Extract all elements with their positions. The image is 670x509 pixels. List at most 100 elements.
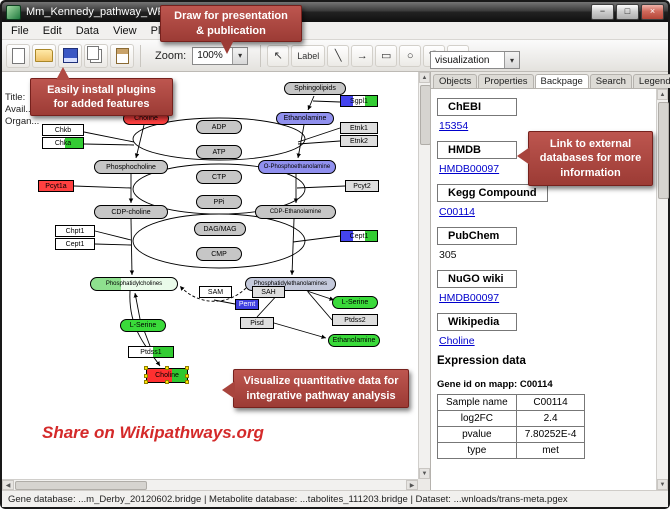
database-id-chebi[interactable]: 15354	[439, 120, 469, 132]
selection-handle[interactable]	[165, 366, 169, 370]
pathway-node-pemt[interactable]: Pemt	[235, 299, 259, 310]
visualization-combobox[interactable]: visualization ▾	[430, 51, 520, 69]
pathway-node-sgpl1[interactable]: Sgpl1	[340, 95, 378, 107]
selection-handle[interactable]	[185, 366, 189, 370]
menu-view[interactable]: View	[112, 24, 137, 37]
scroll-down-icon[interactable]: ▼	[657, 479, 668, 490]
zoom-label: Zoom:	[155, 49, 187, 62]
new-file-button[interactable]	[6, 43, 30, 68]
pathway-node-pcyt1a[interactable]: Pcyt1a	[38, 180, 74, 192]
database-id-hmdb[interactable]: HMDB00097	[439, 163, 500, 175]
scrollbar-thumb[interactable]	[658, 102, 669, 199]
chevron-down-icon[interactable]: ▾	[504, 52, 519, 68]
chevron-down-icon[interactable]: ▾	[232, 47, 248, 64]
maximize-button[interactable]: □	[616, 4, 639, 20]
pathway-node-atp[interactable]: ATP	[196, 145, 242, 159]
database-id-nugo-wiki[interactable]: HMDB00097	[439, 292, 500, 304]
selection-tool-button[interactable]: ↖	[267, 44, 290, 67]
pathway-node-ctp[interactable]: CTP	[196, 170, 242, 184]
pathway-node-l-serine[interactable]: L-Serine	[120, 319, 166, 332]
pathway-node-cmp[interactable]: CMP	[196, 247, 242, 261]
pathway-node-etnk1[interactable]: Etnk1	[340, 122, 378, 134]
rectangle-tool-button[interactable]: ▭	[375, 44, 398, 67]
menu-data[interactable]: Data	[75, 24, 99, 37]
pathway-node-label: O-Phosphoethanolamine	[263, 164, 331, 170]
menu-edit[interactable]: Edit	[42, 24, 62, 37]
pathway-node-label: Etnk2	[350, 137, 368, 145]
panel-scrollbar[interactable]: ▲ ▼	[656, 89, 669, 490]
pathway-node-phosphocholine[interactable]: Phosphocholine	[94, 160, 168, 174]
selection-handle[interactable]	[185, 380, 189, 384]
scrollbar-thumb[interactable]	[15, 481, 147, 490]
selection-handle[interactable]	[144, 373, 148, 378]
pathway-node-pcyt2[interactable]: Pcyt2	[345, 180, 379, 192]
database-header-hmdb: HMDB	[437, 141, 517, 159]
pathway-node-pisd[interactable]: Pisd	[240, 317, 274, 329]
pathway-node-ethanolamine[interactable]: Ethanolamine	[328, 334, 380, 347]
pathway-node-o-phosphoethanolamine[interactable]: O-Phosphoethanolamine	[258, 160, 336, 174]
selection-handle[interactable]	[144, 366, 148, 370]
selection-handle[interactable]	[165, 380, 169, 384]
scroll-right-icon[interactable]: ▶	[406, 480, 418, 490]
window-controls: −□×	[591, 4, 664, 20]
pathway-node-ethanolamine[interactable]: Ethanolamine	[276, 112, 334, 125]
scroll-left-icon[interactable]: ◀	[2, 480, 14, 490]
database-id-wikipedia[interactable]: Choline	[439, 335, 475, 347]
label-tool-button[interactable]: Label	[291, 44, 326, 67]
pathway-node-sphingolipids[interactable]: Sphingolipids	[284, 82, 346, 95]
open-file-button[interactable]	[32, 43, 56, 68]
scroll-up-icon[interactable]: ▲	[657, 89, 668, 100]
pathway-node-cdp-choline[interactable]: CDP-choline	[94, 205, 168, 219]
database-header-pubchem: PubChem	[437, 227, 517, 245]
expression-table-cell: 2.4	[515, 410, 586, 427]
pathway-node-dag-mag[interactable]: DAG/MAG	[194, 222, 246, 236]
pathway-node-ppi[interactable]: PPi	[196, 195, 242, 209]
selection-handle[interactable]	[144, 380, 148, 384]
scroll-up-icon[interactable]: ▲	[419, 72, 430, 83]
pathway-node-cdp-ethanolamine[interactable]: CDP-Ethanolamine	[255, 205, 336, 219]
copy-icon	[87, 45, 99, 60]
pathway-node-l-serine[interactable]: L-Serine	[332, 296, 378, 309]
canvas-horizontal-scrollbar[interactable]: ◀ ▶	[2, 479, 418, 490]
pathway-node-cept1[interactable]: Cept1	[55, 238, 95, 250]
pathway-node-adp[interactable]: ADP	[196, 120, 242, 134]
zoom-combobox[interactable]: 100% ▾	[192, 46, 249, 65]
pathway-node-sam[interactable]: SAM	[199, 286, 232, 298]
tab-search[interactable]: Search	[589, 74, 632, 88]
tab-properties[interactable]: Properties	[478, 74, 534, 88]
tab-backpage[interactable]: Backpage	[534, 74, 589, 88]
tab-objects[interactable]: Objects	[433, 74, 478, 88]
pathway-node-choline[interactable]: Choline	[144, 366, 189, 384]
pathway-node-chkb[interactable]: Chkb	[42, 124, 84, 136]
close-button[interactable]: ×	[641, 4, 664, 20]
database-id-kegg-compound[interactable]: C00114	[439, 206, 476, 218]
pathway-node-label: Ptdss2	[344, 316, 366, 324]
pathway-node-ptdss1[interactable]: Ptdss1	[128, 346, 174, 358]
title-bar[interactable]: Mm_Kennedy_pathway_WP1771_45176.gpml −□×	[2, 2, 668, 22]
tab-legend[interactable]: Legend	[632, 74, 670, 88]
copy-button[interactable]	[84, 43, 108, 68]
arrow-tool-button[interactable]: →	[351, 44, 374, 67]
pathway-node-chpt1[interactable]: Chpt1	[55, 225, 95, 237]
paste-button[interactable]	[110, 43, 134, 68]
canvas-vertical-scrollbar[interactable]: ▲ ▼	[418, 72, 431, 479]
pathway-node-label: Cept1	[349, 232, 369, 240]
oval-tool-button[interactable]: ○	[399, 44, 422, 67]
save-button[interactable]	[58, 43, 82, 68]
pathway-node-ptdss2[interactable]: Ptdss2	[332, 314, 378, 326]
pathway-node-etnk2[interactable]: Etnk2	[340, 135, 378, 147]
pathway-node-chka[interactable]: Chka	[42, 137, 84, 149]
callout-tail	[219, 40, 234, 54]
scroll-down-icon[interactable]: ▼	[419, 468, 430, 479]
menu-file[interactable]: File	[11, 24, 29, 37]
selection-handle[interactable]	[185, 373, 189, 378]
minimize-button[interactable]: −	[591, 4, 614, 20]
pathway-node-cept1[interactable]: Cept1	[340, 230, 378, 242]
line-tool-button[interactable]: ╲	[327, 44, 350, 67]
callout-install-plugins: Easily install plugins for added feature…	[30, 67, 173, 116]
pathway-node-phosphatidylcholines[interactable]: Phosphatidylcholines	[90, 277, 178, 291]
pathway-node-sah[interactable]: SAH	[252, 286, 285, 298]
